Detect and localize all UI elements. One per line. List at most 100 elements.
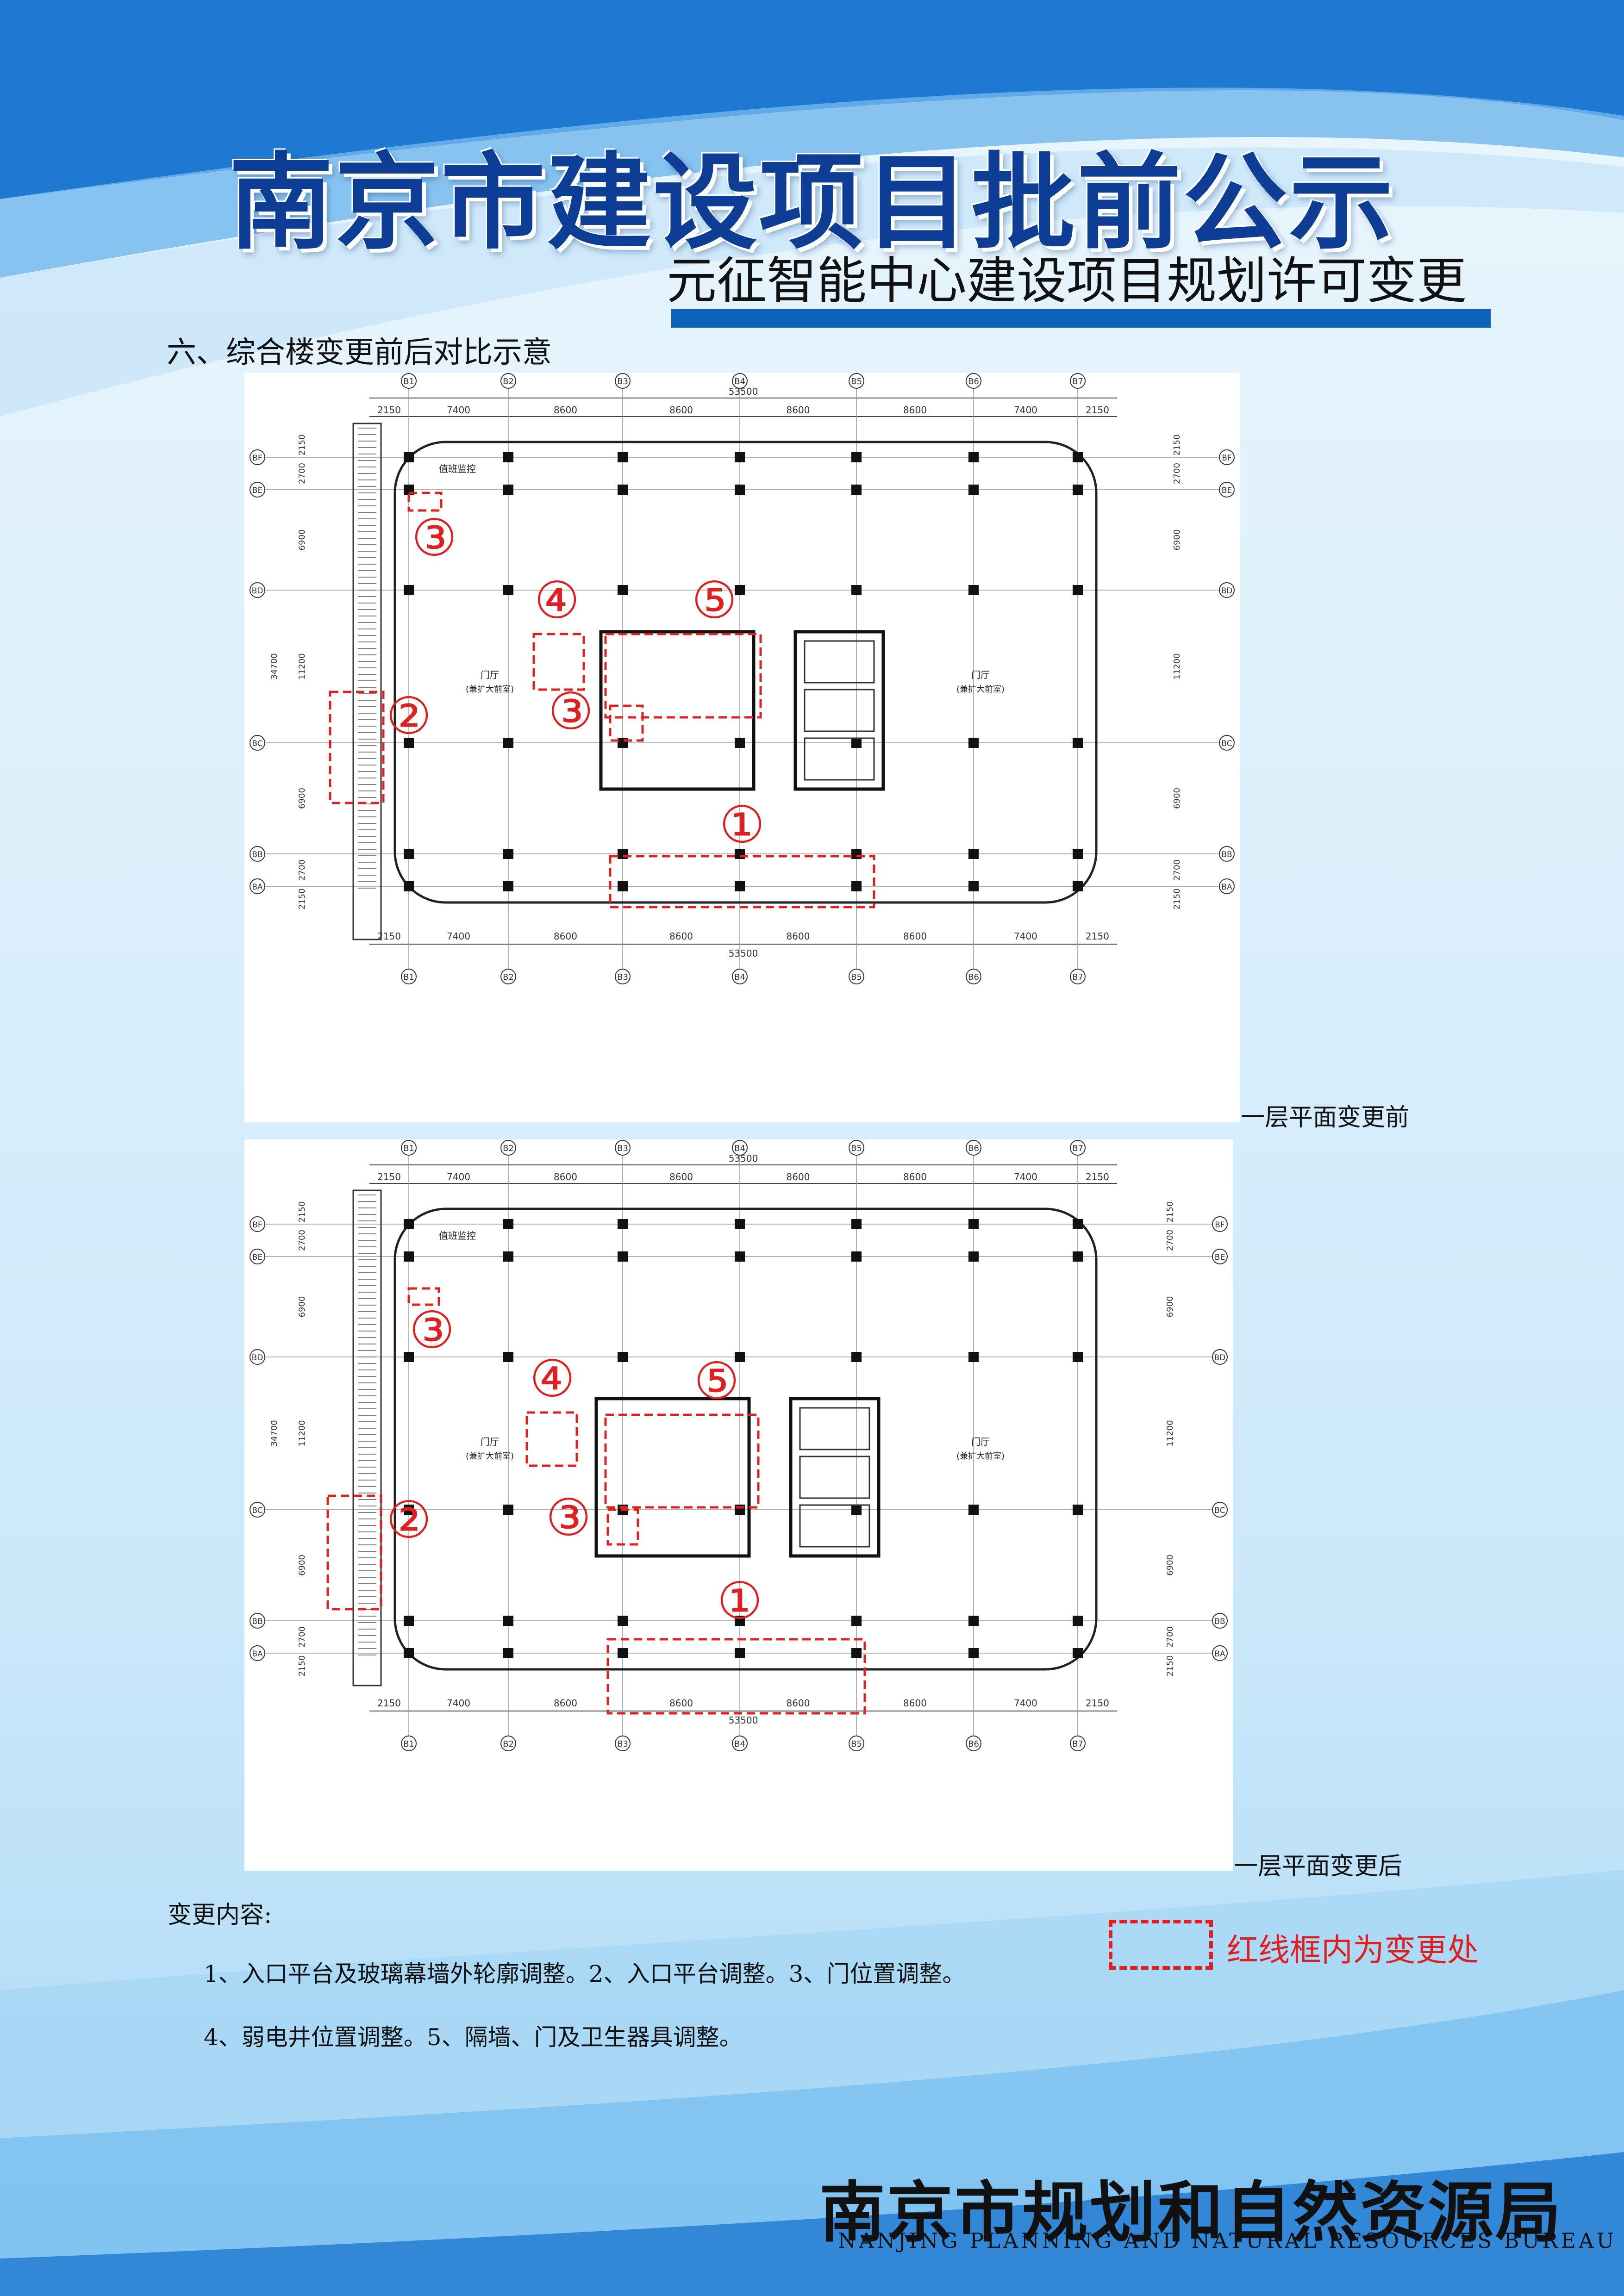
change-marker-number: ⑤ bbox=[692, 571, 737, 630]
span-dimension: 2150 bbox=[1086, 931, 1109, 942]
grid-bubble bbox=[250, 846, 265, 862]
structural-column bbox=[503, 738, 513, 748]
structural-column bbox=[618, 738, 628, 748]
grid-bubble bbox=[250, 1349, 265, 1365]
span-dimension: 8600 bbox=[554, 1171, 577, 1182]
grid-label: B2 bbox=[503, 1144, 514, 1153]
grid-bubble bbox=[250, 1645, 265, 1661]
grid-bubble bbox=[615, 1140, 631, 1156]
structural-column bbox=[968, 1505, 979, 1515]
grid-label: B4 bbox=[734, 972, 745, 982]
grid-bubble bbox=[250, 1502, 265, 1518]
grid-label: B7 bbox=[1072, 972, 1083, 982]
structural-column bbox=[735, 1648, 745, 1658]
span-dimension: 7400 bbox=[1014, 1698, 1037, 1709]
building-outline bbox=[394, 1207, 1098, 1671]
grid-label: B7 bbox=[1072, 1144, 1083, 1153]
grid-label: BC bbox=[252, 1506, 262, 1515]
structural-column bbox=[851, 1616, 862, 1626]
row-dimension: 2150 bbox=[297, 1201, 307, 1223]
structural-column bbox=[735, 485, 745, 495]
elevator-shaft bbox=[804, 737, 875, 781]
span-dimension: 7400 bbox=[447, 1171, 470, 1182]
span-dimension: 7400 bbox=[1014, 931, 1037, 942]
structural-column bbox=[618, 452, 628, 462]
grid-bubble bbox=[849, 373, 864, 389]
span-dimension: 8600 bbox=[554, 931, 577, 942]
control-room-label: 值班监控 bbox=[439, 463, 476, 474]
structural-column bbox=[851, 738, 862, 748]
structural-column bbox=[1073, 849, 1083, 859]
span-dimension: 8600 bbox=[903, 404, 927, 416]
span-dimension: 8600 bbox=[787, 931, 810, 942]
grid-bubble bbox=[250, 1613, 265, 1629]
grid-bubble bbox=[1219, 582, 1235, 598]
structural-column bbox=[404, 849, 414, 859]
structural-column bbox=[618, 1616, 628, 1626]
restroom-core bbox=[594, 1397, 751, 1558]
structural-column bbox=[503, 1251, 513, 1262]
structural-column bbox=[1073, 485, 1083, 495]
grid-label: B2 bbox=[503, 377, 514, 386]
curtain-wall bbox=[352, 423, 382, 940]
change-markup-box bbox=[604, 1413, 760, 1509]
structural-column bbox=[503, 1352, 513, 1362]
grid-label: B5 bbox=[851, 377, 862, 386]
grid-label: BF bbox=[1215, 1220, 1224, 1230]
structural-column bbox=[1073, 738, 1083, 748]
grid-bubble bbox=[250, 1216, 265, 1232]
structural-column bbox=[1073, 585, 1083, 595]
banner-title: 南京市建设项目批前公示 bbox=[229, 142, 1395, 264]
grid-label: B2 bbox=[503, 1739, 514, 1749]
row-dimension: 2700 bbox=[297, 1626, 307, 1648]
structural-column bbox=[968, 1251, 979, 1262]
row-dimension: 6900 bbox=[297, 1555, 307, 1576]
grid-label: BA bbox=[1214, 1649, 1225, 1659]
grid-label: BA bbox=[252, 1649, 263, 1659]
subtitle-underline-bar bbox=[671, 309, 1491, 328]
grid-label: B7 bbox=[1072, 1739, 1083, 1749]
row-dimension: 11200 bbox=[297, 653, 307, 679]
span-dimension: 7400 bbox=[447, 1698, 470, 1709]
grid-label: BE bbox=[252, 1253, 262, 1262]
grid-label: BD bbox=[252, 586, 263, 596]
floor-plan-after-drawing: 2150215074007400860086008600860086008600… bbox=[250, 1140, 1228, 1751]
grid-bubble bbox=[1219, 735, 1235, 751]
structural-column bbox=[503, 585, 513, 595]
grid-label: B3 bbox=[617, 377, 628, 386]
grid-bubble bbox=[1219, 482, 1235, 498]
structural-column bbox=[735, 585, 745, 595]
structural-column bbox=[1073, 1616, 1083, 1626]
grid-label: B2 bbox=[503, 972, 514, 982]
grid-bubble bbox=[966, 1140, 981, 1156]
row-dimension: 2150 bbox=[1172, 889, 1182, 910]
grid-label: B6 bbox=[968, 1739, 979, 1749]
structural-column bbox=[851, 1219, 862, 1229]
elevator-core bbox=[789, 1397, 881, 1558]
span-dimension: 8600 bbox=[554, 404, 577, 416]
structural-column bbox=[968, 1219, 979, 1229]
structural-column bbox=[1073, 452, 1083, 462]
structural-column bbox=[618, 881, 628, 891]
elevator-shaft bbox=[804, 689, 875, 732]
bureau-name-cn: 南京市规划和自然资源局 bbox=[819, 2174, 1563, 2251]
structural-column bbox=[968, 1616, 979, 1626]
grid-bubble bbox=[732, 969, 748, 984]
grid-label: B6 bbox=[968, 377, 979, 386]
change-marker-number: ① bbox=[719, 795, 765, 854]
grid-label: BD bbox=[252, 1353, 263, 1363]
change-note-line-2: 4、弱电井位置调整。5、隔墙、门及卫生器具调整。 bbox=[204, 2024, 743, 2051]
grid-bubble bbox=[401, 373, 417, 389]
grid-bubble bbox=[1212, 1613, 1228, 1629]
change-marker-number: ④ bbox=[534, 571, 580, 630]
structural-column bbox=[735, 738, 745, 748]
total-width-dimension: 53500 bbox=[729, 1715, 758, 1726]
span-dimension: 8600 bbox=[669, 1171, 693, 1182]
grid-label: BC bbox=[1221, 739, 1232, 748]
structural-column bbox=[851, 1505, 862, 1515]
grid-label: B7 bbox=[1072, 377, 1083, 386]
span-dimension: 7400 bbox=[447, 931, 470, 942]
project-subtitle: 元征智能中心建设项目规划许可变更 bbox=[667, 252, 1467, 310]
grid-bubble bbox=[732, 1140, 748, 1156]
span-dimension: 2150 bbox=[1086, 404, 1109, 416]
